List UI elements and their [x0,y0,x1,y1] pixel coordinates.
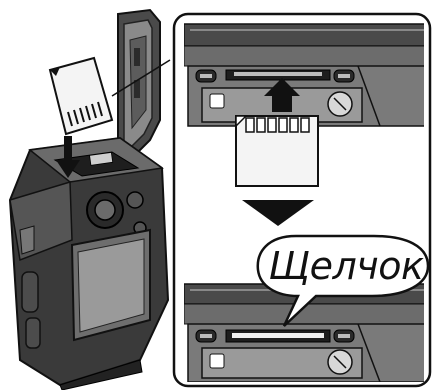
camera-body [10,138,168,390]
camera-door [118,10,160,160]
click-sound-label: Щелчок [266,244,426,288]
sd-card-detail [236,116,318,186]
detail-callout-frame [174,14,430,386]
sd-card-left [50,58,112,134]
camera-illustration [10,10,170,390]
